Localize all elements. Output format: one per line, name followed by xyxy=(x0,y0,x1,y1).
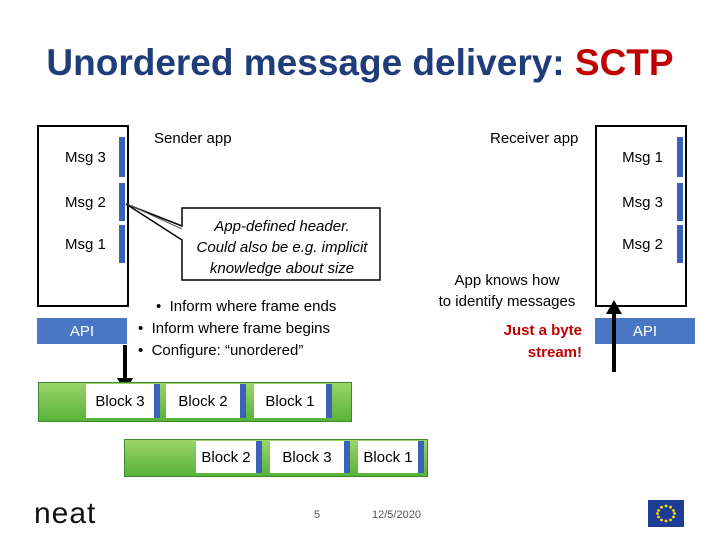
callout-pointer xyxy=(126,203,183,230)
callout-text: App-defined header. Could also be e.g. i… xyxy=(184,216,380,279)
page-number: 5 xyxy=(314,509,321,521)
bullet-dot: • xyxy=(156,298,170,315)
bullet-dot: • xyxy=(138,342,152,359)
bullet-item: • Configure: “unordered” xyxy=(138,340,398,362)
eu-stars-icon xyxy=(656,504,676,523)
receiver-api-bar: API xyxy=(595,318,695,344)
callout-line-2: Could also be e.g. implicit xyxy=(196,239,368,256)
receiver-warning: Just a byte stream! xyxy=(470,320,582,364)
receiver-msg-1: Msg 1 xyxy=(597,137,683,177)
title-main: Unordered message delivery: xyxy=(46,42,575,83)
bullet-item: • Inform where frame ends xyxy=(138,296,398,318)
callout-line-1: App-defined header. xyxy=(214,218,350,235)
receiver-note-line-2: to identify messages xyxy=(438,293,576,310)
receiver-note-line-1: App knows how xyxy=(454,272,560,289)
neat-logo: neat xyxy=(34,497,97,530)
sender-msg-1: Msg 1 xyxy=(39,225,125,263)
stream-bottom-block-3: Block 3 xyxy=(270,441,350,473)
stream-top-block-2: Block 2 xyxy=(166,384,246,418)
stream-top-block-3: Block 3 xyxy=(86,384,160,418)
stream-bottom-block-2: Block 2 xyxy=(196,441,262,473)
receiver-note: App knows how to identify messages xyxy=(426,270,588,312)
slide-date: 12/5/2020 xyxy=(372,509,421,521)
stream-top-block-1: Block 1 xyxy=(254,384,332,418)
sender-app-label: Sender app xyxy=(154,130,232,147)
receiver-msg-3: Msg 3 xyxy=(597,183,683,221)
bullet-dot: • xyxy=(138,320,152,337)
callout-line-3: knowledge about size xyxy=(209,260,355,277)
sender-msg-2: Msg 2 xyxy=(39,183,125,221)
receiver-warning-line-1: Just a byte xyxy=(503,322,582,339)
page-title: Unordered message delivery: SCTP xyxy=(0,42,720,84)
bullet-text-1: Inform where frame ends xyxy=(169,298,337,315)
eu-flag-icon xyxy=(648,500,684,527)
bullet-item: • Inform where frame begins xyxy=(138,318,398,340)
receiver-msg-2: Msg 2 xyxy=(597,225,683,263)
bullet-text-3: Configure: “unordered” xyxy=(151,342,304,359)
receiver-warning-line-2: stream! xyxy=(527,344,582,361)
stream-bottom-block-1: Block 1 xyxy=(358,441,424,473)
bullet-text-2: Inform where frame begins xyxy=(151,320,331,337)
sender-msg-3: Msg 3 xyxy=(39,137,125,177)
title-accent: SCTP xyxy=(574,42,674,83)
sender-api-bar: API xyxy=(37,318,127,344)
bullet-list: • Inform where frame ends • Inform where… xyxy=(138,296,398,362)
receiver-app-label: Receiver app xyxy=(490,130,579,147)
